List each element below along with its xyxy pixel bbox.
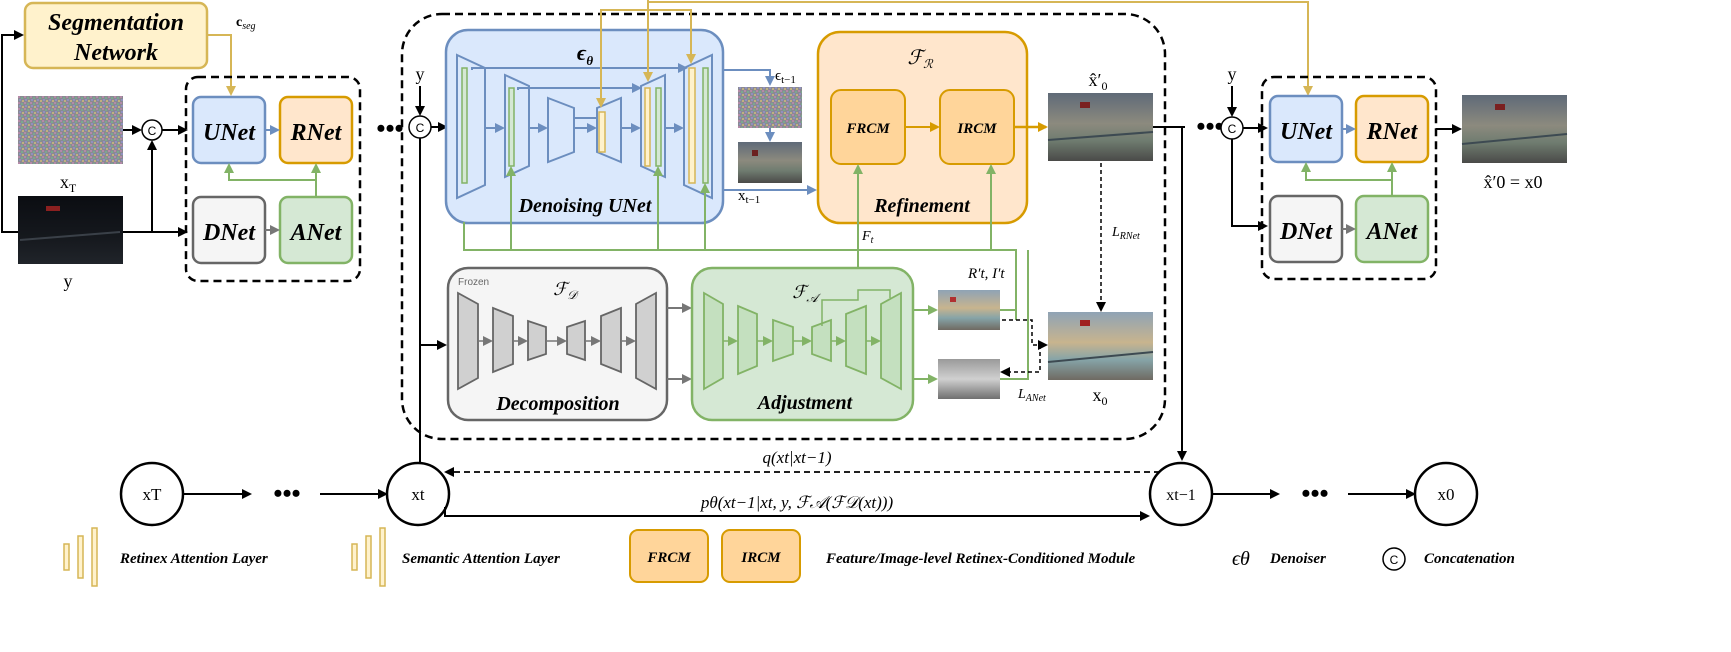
svg-text:ℱ𝒟: ℱ𝒟	[553, 279, 579, 302]
retinex-attention-legend-icon	[63, 527, 98, 587]
svg-text:Frozen: Frozen	[458, 277, 489, 288]
xT-label: xT	[60, 172, 77, 195]
decomposition-block: Frozen ℱ𝒟 Decomposition	[446, 266, 669, 422]
svg-text:C: C	[416, 121, 425, 135]
node-xt1: xt−1	[1148, 461, 1214, 527]
svg-text:ANet: ANet	[289, 220, 343, 246]
rnet-block-right: RNet	[1354, 94, 1430, 164]
svg-text:xT: xT	[143, 485, 163, 504]
x0-hat-prime-image	[1047, 93, 1154, 161]
svg-text:ℱℛ: ℱℛ	[907, 47, 934, 71]
svg-text:Network: Network	[73, 40, 158, 66]
reflectance-image	[938, 290, 1000, 330]
illumination-image	[938, 359, 1000, 399]
unet-block-left: UNet	[191, 95, 267, 165]
svg-text:FRCM: FRCM	[845, 121, 890, 137]
p-label: pθ(xt−1|xt, y, ℱ𝒜(ℱ𝒟(xt)))	[700, 493, 894, 512]
svg-text:Refinement: Refinement	[873, 195, 971, 217]
svg-text:ϵθ: ϵθ	[577, 40, 593, 68]
svg-text:Adjustment: Adjustment	[756, 392, 854, 414]
svg-text:x0: x0	[1438, 485, 1455, 504]
node-xt: xt	[385, 461, 451, 527]
svg-text:DNet: DNet	[202, 220, 256, 246]
left-model-group	[184, 75, 362, 283]
node-x0: x0	[1413, 461, 1479, 527]
ircm-legend: IRCM	[721, 529, 801, 583]
semantic-attention-legend-icon	[351, 527, 386, 587]
x-t1-image	[738, 142, 802, 183]
semantic-attention-legend-label: Semantic Attention Layer	[402, 551, 560, 567]
c-seg-label: cseg	[236, 15, 256, 32]
svg-text:ℱ𝒜: ℱ𝒜	[792, 282, 821, 305]
ft-label: Ft	[861, 229, 874, 246]
ellipsis-right: •••	[1196, 112, 1223, 141]
segmentation-network: Segmentation Network	[23, 1, 209, 70]
ircm-block: IRCM	[939, 89, 1015, 165]
eps-t1-image	[738, 87, 802, 128]
svg-text:IRCM: IRCM	[956, 121, 997, 137]
svg-text:Segmentation: Segmentation	[48, 10, 184, 36]
node-xT: xT	[119, 461, 185, 527]
denoiser-symbol: ϵθ	[1232, 548, 1250, 570]
y-input-label: y	[416, 64, 425, 84]
svg-text:C: C	[1228, 122, 1237, 136]
svg-text:FRCM: FRCM	[646, 550, 691, 566]
rnet-block-left: RNet	[278, 95, 354, 165]
dnet-block-right: DNet	[1268, 194, 1344, 264]
l-rnet-label: LRNet	[1111, 225, 1140, 242]
eps-t1-label: ϵt−1	[775, 68, 796, 86]
module-desc-legend-label: Feature/Image-level Retinex-Conditioned …	[825, 551, 1135, 567]
svg-text:C: C	[1390, 553, 1399, 567]
x0-image	[1047, 312, 1154, 380]
frcm-block: FRCM	[830, 89, 906, 165]
dnet-block-left: DNet	[191, 195, 267, 265]
ellipsis-left: •••	[376, 114, 403, 143]
svg-text:xt: xt	[411, 485, 425, 504]
frcm-legend: FRCM	[629, 529, 709, 583]
anet-block-left: ANet	[278, 195, 354, 265]
denoiser-legend-label: Denoiser	[1269, 551, 1326, 567]
denoising-unet-block: ϵθ Denoising UNet	[444, 28, 725, 225]
low-light-image-y	[18, 196, 123, 264]
svg-text:xt−1: xt−1	[1166, 487, 1195, 504]
rt-it-label: R′t, I′t	[967, 266, 1005, 282]
concatenation-legend-label: Concatenation	[1424, 551, 1515, 567]
svg-text:C: C	[148, 124, 157, 138]
output-eq-label: x̂′0 = x0	[1483, 172, 1542, 192]
svg-text:UNet: UNet	[1280, 119, 1333, 145]
q-label: q(xt|xt−1)	[762, 448, 831, 467]
chain-ellipsis-1: •••	[273, 479, 300, 508]
noise-image-xT	[18, 96, 123, 164]
x-t1-label: xt−1	[738, 188, 760, 206]
svg-text:UNet: UNet	[203, 120, 256, 146]
x0-label: x0	[1093, 385, 1108, 408]
x0-hat-prime-label: x̂′0	[1089, 70, 1108, 93]
adjustment-block: ℱ𝒜 Adjustment	[690, 266, 915, 422]
svg-text:RNet: RNet	[1366, 119, 1419, 145]
svg-text:Denoising UNet: Denoising UNet	[518, 195, 653, 217]
concat-legend-icon	[1382, 547, 1406, 571]
svg-text:RNet: RNet	[290, 120, 343, 146]
svg-text:Decomposition: Decomposition	[495, 393, 619, 415]
y-label: y	[64, 271, 73, 291]
svg-text:DNet: DNet	[1279, 219, 1333, 245]
detail-group	[400, 12, 1167, 441]
unet-block-right: UNet	[1268, 94, 1344, 164]
output-image	[1461, 95, 1568, 163]
retinex-attention-legend-label: Retinex Attention Layer	[119, 551, 268, 567]
l-anet-label: LANet	[1017, 387, 1046, 404]
chain-ellipsis-2: •••	[1301, 479, 1328, 508]
svg-text:ANet: ANet	[1365, 219, 1419, 245]
anet-block-right: ANet	[1354, 194, 1430, 264]
svg-text:IRCM: IRCM	[740, 550, 781, 566]
y-right-label: y	[1228, 64, 1237, 84]
